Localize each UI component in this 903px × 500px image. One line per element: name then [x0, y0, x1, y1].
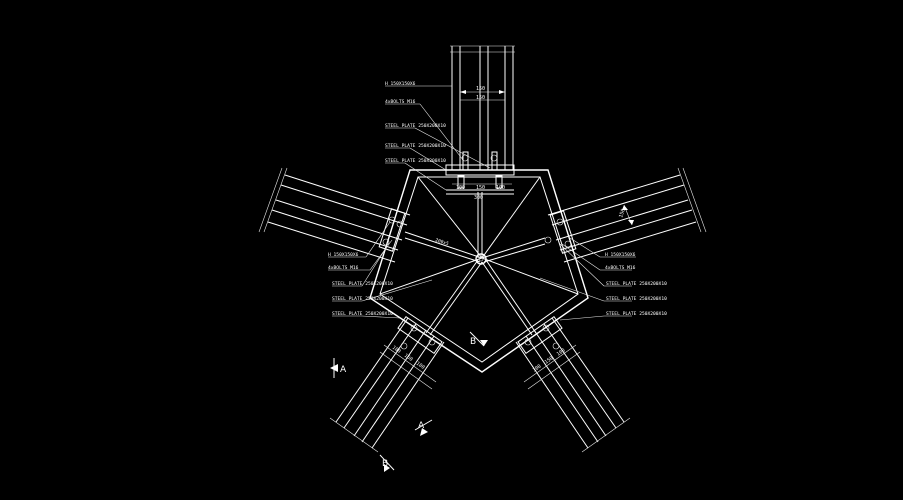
right-plate2-label: STEEL PLATE 250X200X10: [606, 296, 667, 302]
top-section-label: H 150X150X6: [385, 81, 416, 87]
central-node: [369, 169, 589, 373]
dim-lower-right-2: 150: [544, 356, 555, 366]
dim-lower-left-2: 150: [403, 353, 414, 363]
section-marks: A A B B: [330, 331, 488, 472]
top-plate1-label: STEEL PLATE 250X200X10: [385, 123, 446, 129]
center-member-label: 200x5: [434, 237, 449, 247]
annotation-labels: H 150X150X6 4xBOLTS M16 STEEL PLATE 250X…: [328, 81, 667, 317]
section-mark-a-left: A: [340, 365, 347, 375]
left-plate2-label: STEEL PLATE 250X200X10: [332, 296, 393, 302]
dim-right-member: 150: [618, 208, 626, 218]
left-bolts-label: 4xBOLTS M16: [328, 265, 359, 271]
dim-node-b: 150: [476, 185, 485, 191]
right-plate3-label: STEEL PLATE 250X200X10: [606, 311, 667, 317]
right-section-label: H 150X150X6: [605, 252, 636, 258]
top-bolts-label: 4xBOLTS M16: [385, 99, 416, 105]
dim-lower-left-1: 100: [391, 345, 402, 355]
lower-left-member: [329, 315, 445, 453]
dim-top-lower: 150: [476, 95, 485, 101]
left-section-label: H 150X150X6: [328, 252, 359, 258]
dim-node-c: 100: [496, 185, 505, 191]
lower-right-member: [515, 315, 631, 453]
section-mark-b-bottom: B: [382, 459, 388, 469]
right-plate1-label: STEEL PLATE 250X200X10: [606, 281, 667, 287]
section-mark-a-bottom: A: [418, 421, 425, 431]
left-plate3-label: STEEL PLATE 250X200X10: [332, 311, 393, 317]
dim-lower-right-3: 100: [556, 348, 567, 358]
dimension-labels: 150 150 100 150 100 300 150 100 150 100 …: [391, 86, 627, 374]
dim-lower-left-3: 100: [415, 361, 426, 371]
top-plate3-label: STEEL PLATE 250X200X10: [385, 158, 446, 164]
dim-lower-right-1: 100: [532, 364, 543, 374]
dim-top-upper: 150: [476, 86, 485, 92]
top-plate2-label: STEEL PLATE 250X200X10: [385, 143, 446, 149]
right-bolts-label: 4xBOLTS M16: [605, 265, 636, 271]
section-mark-b-center: B: [470, 337, 476, 347]
upper-right-member: [544, 167, 707, 263]
dim-node-total: 300: [474, 195, 483, 201]
dim-node-a: 100: [456, 185, 465, 191]
leader-lines: [328, 85, 636, 321]
upper-left-member: [258, 167, 411, 263]
left-plate1-label: STEEL PLATE 250X200X10: [332, 281, 393, 287]
top-member: [450, 45, 515, 170]
